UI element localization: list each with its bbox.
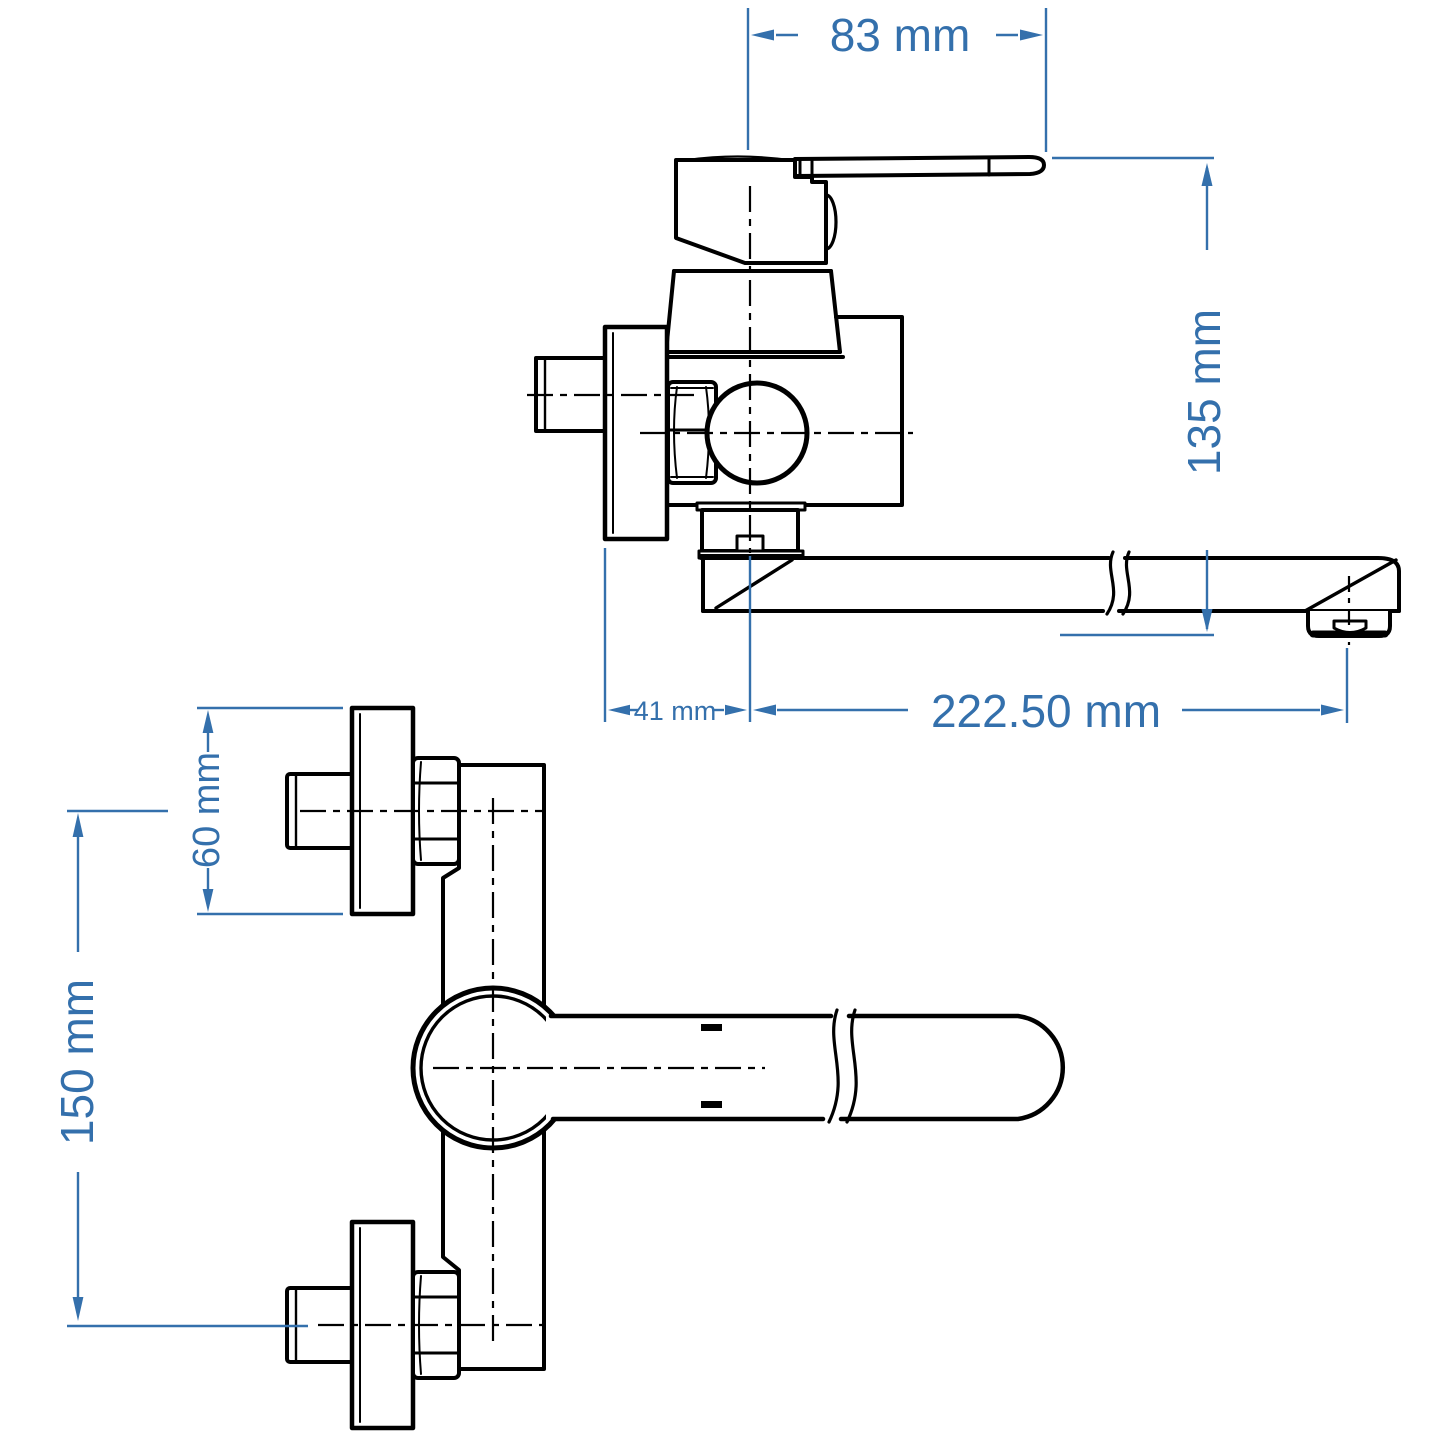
dimension-60mm: 60 mm [186,706,343,916]
dimension-41mm: 41 mm [603,548,752,726]
dimension-label: 41 mm [634,696,717,726]
arrow-left-icon [753,704,776,716]
dimension-label: 135 mm [1178,309,1230,475]
handle-tick-mark [701,1024,722,1031]
dimension-135mm: 135 mm [1052,156,1230,637]
handle-tick-mark [701,1101,722,1108]
arrow-right-icon [1321,704,1344,716]
aerator-cup [1332,619,1368,634]
arrow-up-icon [1201,163,1213,186]
dimension-83mm: 83 mm [746,8,1048,152]
arrow-up-icon [72,813,84,837]
arrow-left-icon [608,704,630,716]
cap-top-arc [686,155,791,162]
lever-bar [793,155,1046,178]
spout-fill-left [703,558,1111,611]
arrow-left-icon [751,29,774,41]
side-view-centerlines [527,186,1351,645]
break-line [827,1008,840,1124]
arrow-right-icon [725,704,747,716]
dimensions: 83 mm 135 mm 41 mm [51,8,1349,1328]
spout-tip-miter-line [1303,558,1398,613]
dimension-label: 83 mm [830,9,971,61]
dimension-label: 150 mm [51,979,103,1145]
dimension-150mm: 150 mm [51,809,308,1328]
plan-view-centerlines [300,798,765,1345]
cartridge-housing [664,269,842,354]
spout-fill-right [1121,558,1399,611]
arrow-down-icon [72,1297,84,1321]
arrow-right-icon [1020,29,1043,41]
dimension-label: 60 mm [186,752,228,868]
spout-miter-line [714,558,794,610]
break-line [845,1008,858,1124]
arrow-up-icon [202,710,214,733]
handle-outline-right [838,1013,1065,1122]
dimension-label: 222.50 mm [931,685,1161,737]
arrow-down-icon [202,889,214,912]
handle-fill-right [843,1016,1063,1119]
break-line [1121,550,1132,616]
housing-ring [661,350,845,359]
side-elevation-view [534,155,1401,638]
dimension-222mm: 222.50 mm [753,648,1349,737]
break-line [1105,550,1116,616]
arrow-down-icon [1201,609,1213,632]
